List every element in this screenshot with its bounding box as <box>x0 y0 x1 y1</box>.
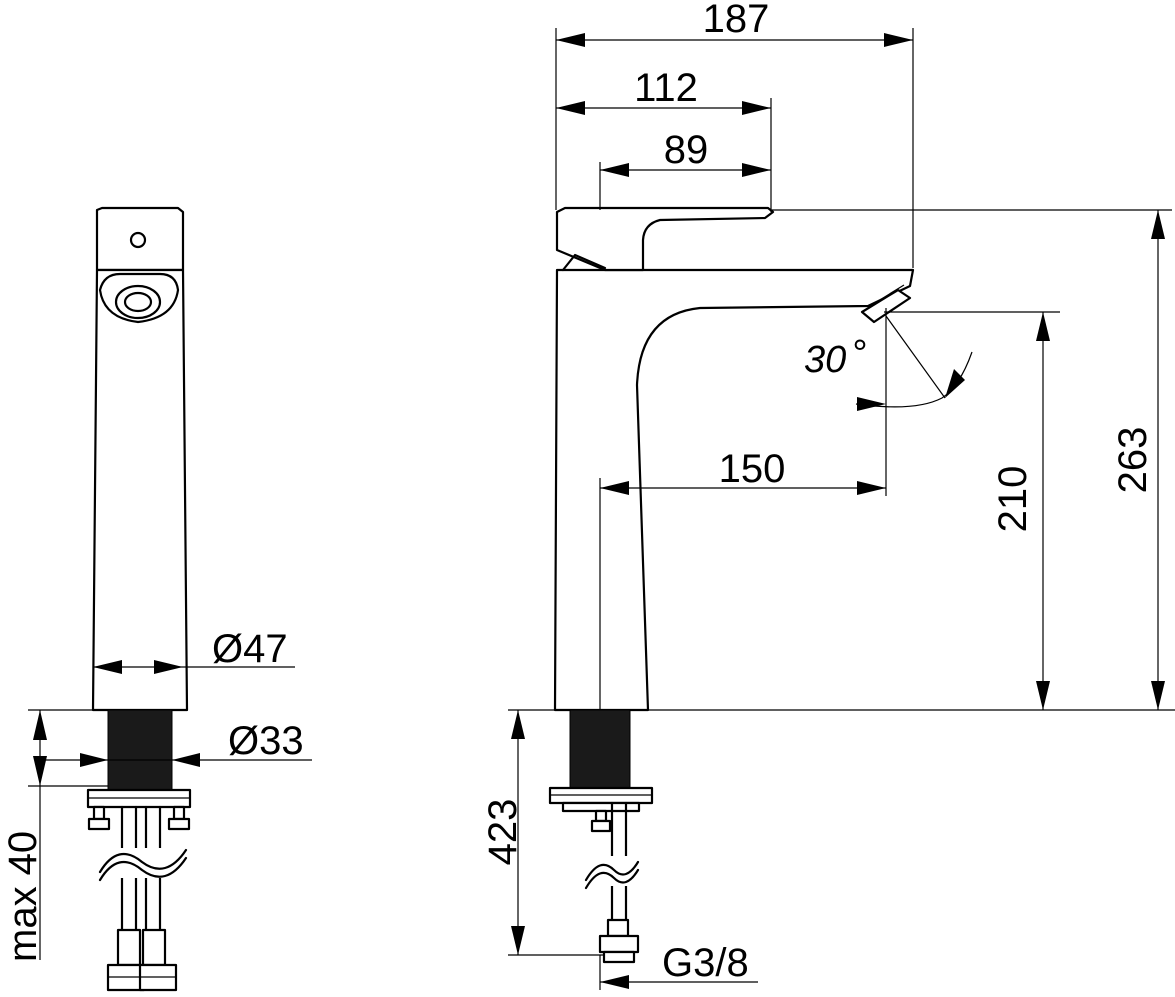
body-diameter-label: Ø47 <box>212 627 288 671</box>
shank-diameter-label: Ø33 <box>228 719 304 763</box>
side-hose-nut <box>598 934 640 954</box>
lever-top-label: 89 <box>664 128 709 172</box>
front-view: Ø47 Ø33 max 40 <box>1 206 312 992</box>
spray-angle-unit: ° <box>851 333 866 375</box>
front-break-mark <box>98 848 188 874</box>
max-deck-thickness-label: max 40 <box>1 831 45 962</box>
side-threaded-shank <box>569 709 631 791</box>
front-body <box>91 268 189 712</box>
front-indicator-dot <box>129 231 147 249</box>
front-bolt-left <box>92 805 106 821</box>
side-lever <box>555 206 775 272</box>
tail-length-label: 423 <box>481 799 525 866</box>
connection-thread-label: G3/8 <box>662 941 749 985</box>
aerator-height-label: 210 <box>991 466 1035 533</box>
spout-projection-label: 150 <box>719 447 786 491</box>
overall-reach-label: 187 <box>703 0 770 41</box>
total-height-label: 263 <box>1111 427 1155 494</box>
side-view: 187 112 89 150 30 ° 210 <box>481 0 1175 990</box>
side-bolt <box>594 809 608 823</box>
side-aerator <box>860 288 912 324</box>
lever-length-label: 112 <box>634 66 698 110</box>
side-break-mark <box>584 860 640 882</box>
spray-angle-value: 30 <box>804 339 846 381</box>
front-aerator-inner <box>123 291 153 313</box>
front-bolt-right <box>172 805 186 821</box>
front-threaded-shank <box>107 709 173 791</box>
